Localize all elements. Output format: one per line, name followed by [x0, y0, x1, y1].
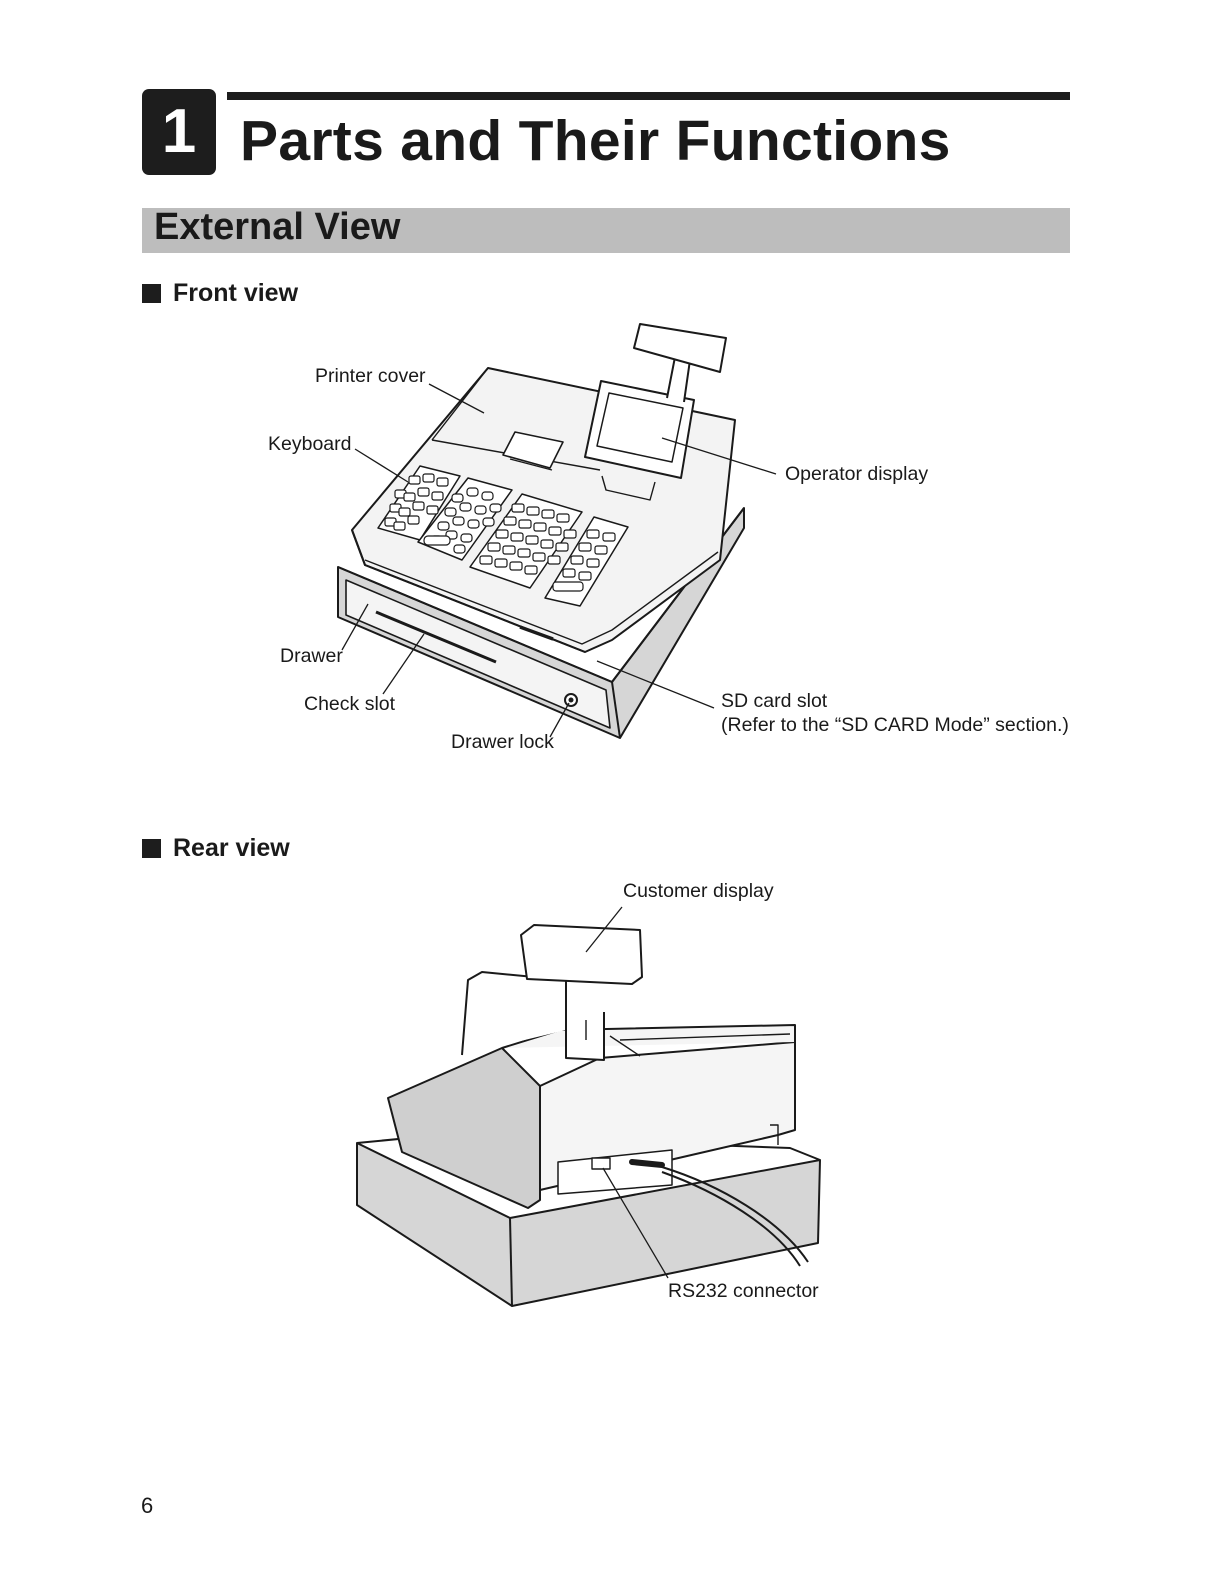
page-number: 6 [141, 1493, 153, 1519]
label-customer-display: Customer display [623, 880, 774, 903]
label-rs232-connector: RS232 connector [668, 1280, 819, 1303]
